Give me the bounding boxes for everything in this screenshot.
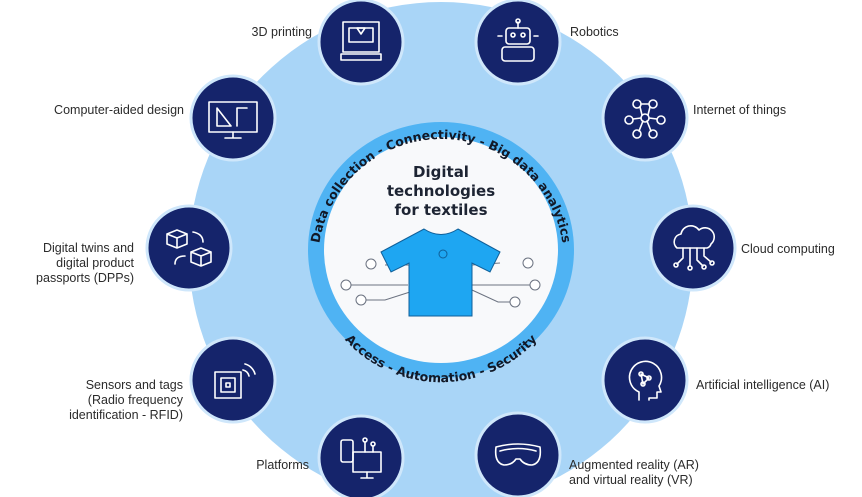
label-line: (Radio frequency bbox=[87, 393, 183, 407]
ai-head-icon bbox=[628, 360, 663, 401]
center-title-line: for textiles bbox=[394, 201, 487, 219]
label-line: Digital twins and bbox=[42, 241, 134, 255]
node-robot bbox=[474, 0, 562, 86]
node-circle bbox=[601, 74, 689, 162]
twin-cubes-icon bbox=[166, 229, 212, 267]
label-line: digital product bbox=[56, 256, 134, 270]
node-rfid-tag bbox=[189, 336, 277, 424]
3d-printer-icon bbox=[340, 21, 382, 61]
node-3d-printer bbox=[317, 0, 405, 86]
node-vr-headset bbox=[474, 411, 562, 497]
node-label-3d-printing: 3D printing bbox=[251, 25, 312, 39]
center-title-line: technologies bbox=[387, 182, 495, 200]
cloud-circuit-icon bbox=[673, 225, 715, 271]
node-circle bbox=[189, 336, 277, 424]
node-ai-head bbox=[601, 336, 689, 424]
node-label-platforms: Platforms bbox=[256, 458, 309, 472]
node-label-ar-vr: Augmented reality (AR) and virtual reali… bbox=[569, 458, 699, 488]
node-label-robotics: Robotics bbox=[570, 25, 619, 39]
vr-headset-icon bbox=[494, 443, 542, 466]
node-cloud-circuit bbox=[649, 204, 737, 292]
center-title-line: Digital bbox=[413, 163, 469, 181]
node-label-digital-twins: Digital twins and digital product passpo… bbox=[10, 241, 134, 286]
node-label-iot: Internet of things bbox=[693, 103, 787, 117]
rfid-tag-icon bbox=[214, 363, 256, 399]
devices-icon bbox=[340, 437, 382, 479]
label-line: Sensors and tags bbox=[85, 378, 183, 392]
node-label-cad: Computer-aided design bbox=[54, 103, 184, 117]
node-circle bbox=[317, 414, 405, 497]
node-label-cloud: Cloud computing bbox=[741, 242, 835, 256]
node-circle bbox=[189, 74, 277, 162]
node-circle bbox=[601, 336, 689, 424]
robot-icon bbox=[497, 18, 539, 62]
node-twin-cubes bbox=[145, 204, 233, 292]
node-label-ai: Artificial intelligence (AI) bbox=[696, 378, 830, 392]
node-network-nodes bbox=[601, 74, 689, 162]
node-cad-monitor bbox=[189, 74, 277, 162]
node-devices bbox=[317, 414, 405, 497]
tshirt-circuit-icon bbox=[340, 228, 541, 317]
label-line: and virtual reality (VR) bbox=[569, 473, 693, 487]
node-circle bbox=[145, 204, 233, 292]
label-line: identification - RFID) bbox=[69, 408, 183, 422]
cad-monitor-icon bbox=[208, 101, 258, 139]
network-nodes-icon bbox=[624, 99, 666, 139]
label-line: Augmented reality (AR) bbox=[569, 458, 699, 472]
node-label-sensors: Sensors and tags (Radio frequency identi… bbox=[40, 378, 183, 423]
node-circle bbox=[474, 411, 562, 497]
label-line: passports (DPPs) bbox=[36, 271, 134, 285]
node-circle bbox=[474, 0, 562, 86]
